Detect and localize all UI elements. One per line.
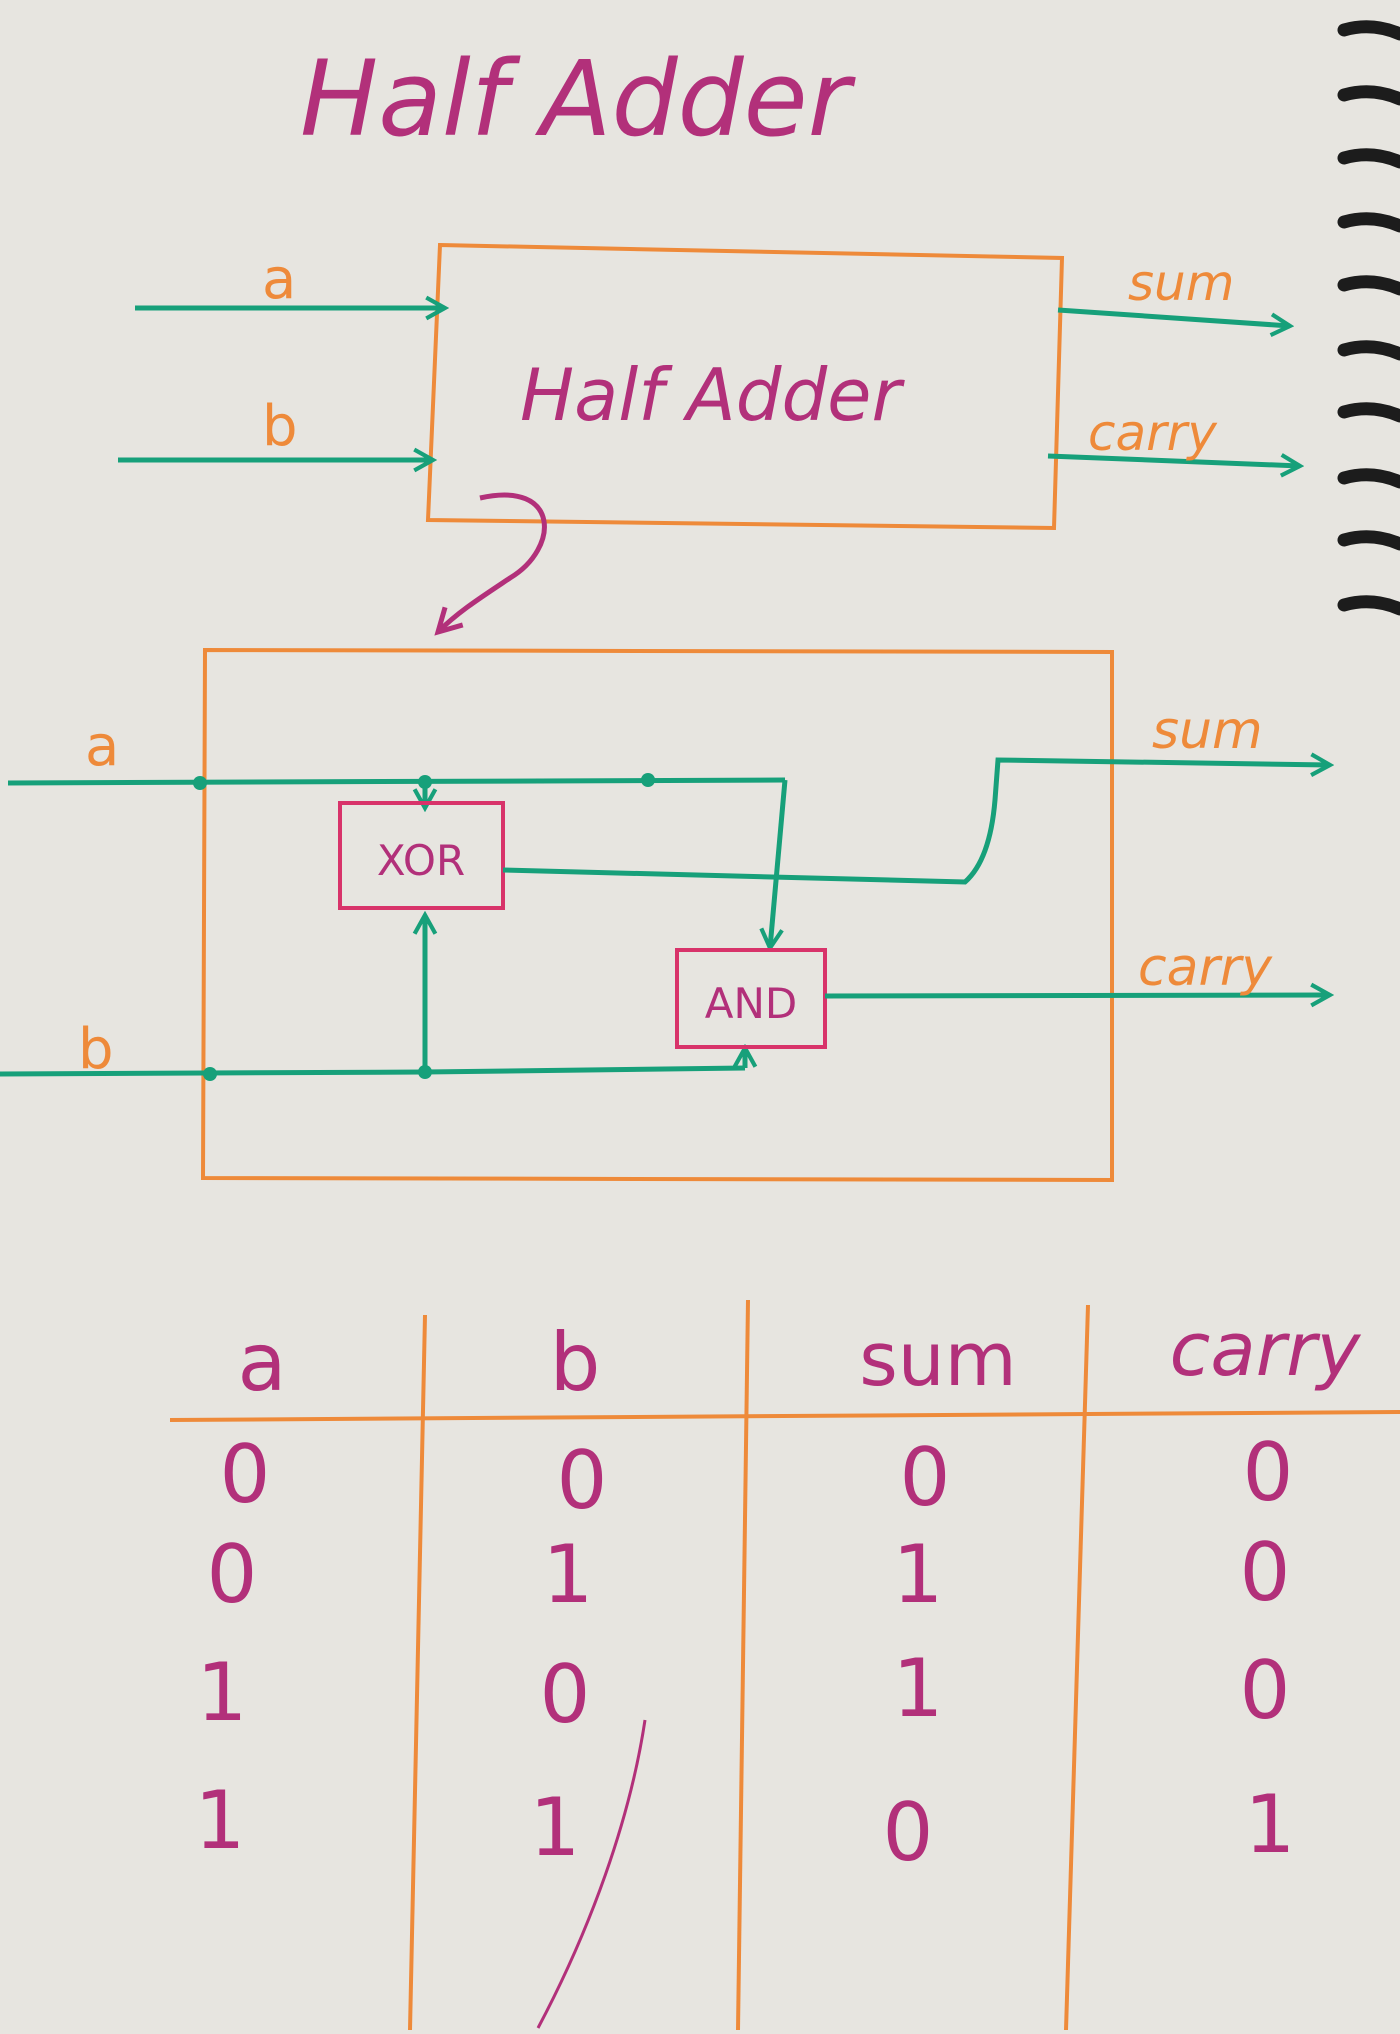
circuit-input-a-label: a [85,714,119,779]
table-column-divider [408,1314,427,2031]
junction-dot [193,776,207,790]
table-cell: 0 [207,1528,258,1621]
junction-dot [203,1067,217,1081]
spiral-binding [1337,20,1400,616]
block-output-sum-label: sum [1128,254,1234,312]
and-gate [675,948,827,1049]
table-cell: 1 [530,1781,581,1874]
page-title: Half Adder [300,38,857,160]
block-output-sum-wire [1057,307,1290,326]
carry-output-wire [824,995,1330,996]
circuit-box [200,647,1114,1183]
block-label: Half Adder [520,353,905,437]
table-cell: 1 [543,1528,594,1621]
xor-gate [338,801,505,910]
table-header-rule [169,1410,1400,1422]
table-column-divider [736,1299,750,2031]
expand-arrow [438,492,547,632]
table-cell: 0 [557,1434,608,1527]
table-cell: 0 [1240,1644,1291,1737]
table-cell: 0 [220,1428,271,1521]
and-gate-label: AND [705,979,798,1028]
circuit-output-sum-label: sum [1152,701,1263,761]
half-adder-block: Half Adder a b sum carry [118,242,1300,531]
truth-table: a b sum carry 0 0 0 0 0 1 1 0 1 0 1 0 1 … [169,1299,1400,2031]
table-cell: 1 [1245,1778,1296,1871]
table-row: 1 0 1 0 [197,1642,1291,1741]
block-output-carry-wire [1047,456,1300,466]
table-cell: 0 [900,1431,951,1524]
table-cell: 1 [893,1528,944,1621]
table-header-a: a [237,1316,286,1409]
table-cell: 1 [893,1642,944,1735]
sum-output-wire [502,760,1330,885]
xor-gate-label: XOR [377,836,465,885]
table-column-divider [1064,1304,1090,2031]
block-input-b-label: b [262,394,298,459]
circuit-output-carry-label: carry [1138,938,1273,998]
block-input-a-label: a [262,247,296,312]
table-row: 1 1 0 1 [195,1774,1296,1879]
table-cell: 0 [1243,1426,1294,1519]
table-header-b: b [550,1316,601,1409]
table-header-sum: sum [859,1317,1017,1403]
a-to-and-wire [770,779,788,948]
table-row: 0 1 1 0 [207,1526,1291,1621]
table-cell: 0 [1240,1526,1291,1619]
table-cell: 0 [540,1648,591,1741]
table-cell: 0 [883,1786,934,1879]
stray-pen-stroke [536,1719,647,2029]
junction-dot [641,773,655,787]
block-box [425,242,1065,531]
table-cell: 1 [197,1646,248,1739]
input-a-wire [7,777,786,786]
table-cell: 1 [195,1774,246,1867]
circuit-diagram: a b XOR AND sum carry [0,647,1330,1183]
table-row: 0 0 0 0 [220,1426,1294,1527]
table-header-carry: carry [1170,1307,1362,1393]
block-output-carry-label: carry [1088,404,1218,462]
